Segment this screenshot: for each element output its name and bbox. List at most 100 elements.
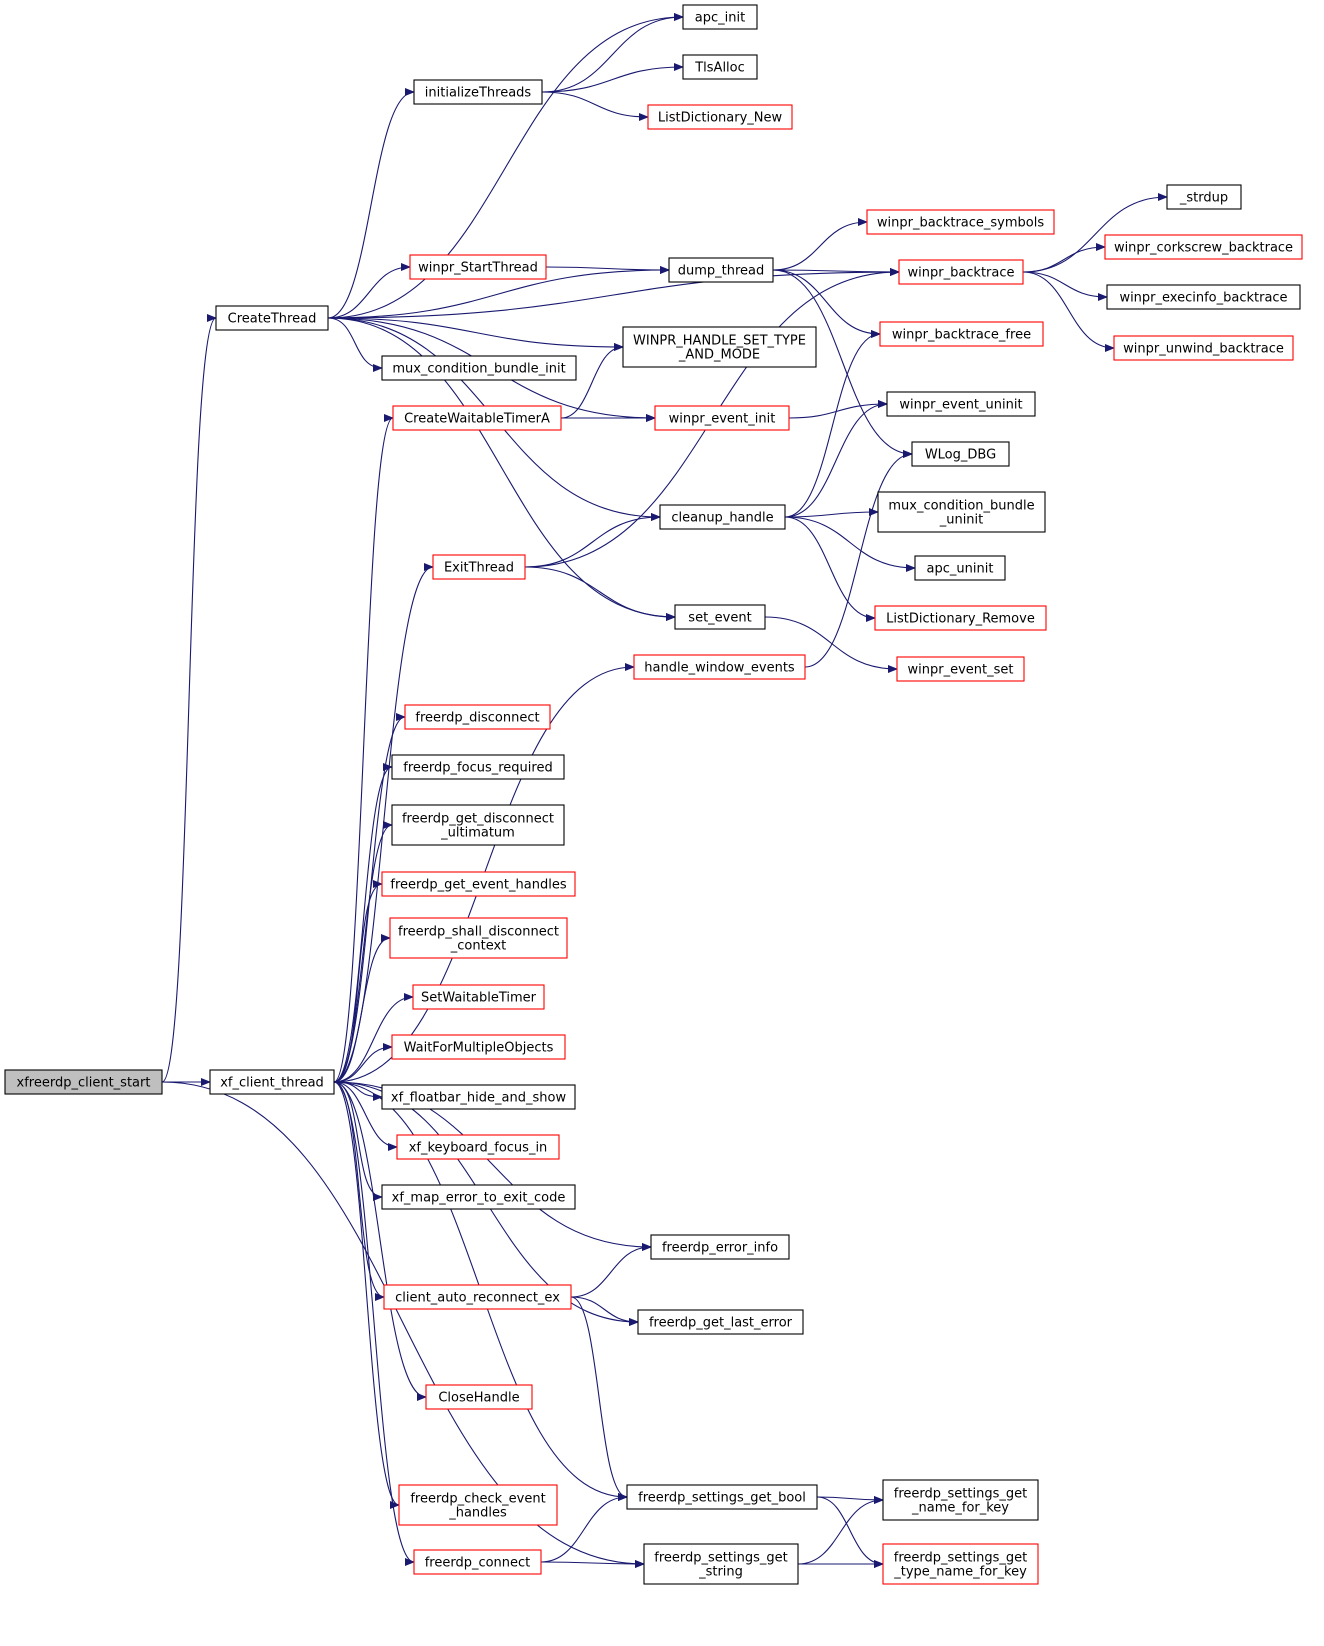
node-freerdp-shall-disconnect-context[interactable]: freerdp_shall_disconnect_context xyxy=(389,917,568,959)
node-label: winpr_execinfo_backtrace xyxy=(1119,291,1287,306)
node-box xyxy=(633,654,806,680)
node-mux-condition-bundle-uninit[interactable]: mux_condition_bundle_uninit xyxy=(877,491,1046,533)
node-label: xf_map_error_to_exit_code xyxy=(392,1191,566,1206)
node-freerdp-settings-get-bool[interactable]: freerdp_settings_get_bool xyxy=(626,1484,818,1510)
node-freerdp-settings-get-type-name-for-key[interactable]: freerdp_settings_get_type_name_for_key xyxy=(882,1543,1039,1585)
node-freerdp-connect[interactable]: freerdp_connect xyxy=(413,1549,542,1575)
node-mux-condition-bundle-init[interactable]: mux_condition_bundle_init xyxy=(381,355,577,381)
node-box xyxy=(882,1479,1039,1521)
node-box xyxy=(650,1234,790,1260)
node-set-event[interactable]: set_event xyxy=(674,604,766,630)
edge-dump-thread-to-winpr-backtrace xyxy=(772,267,900,276)
node-box xyxy=(626,1484,818,1510)
node-freerdp-error-info[interactable]: freerdp_error_info xyxy=(650,1234,790,1260)
node-freerdp-get-disconnect-ultimatum[interactable]: freerdp_get_disconnect_ultimatum xyxy=(391,804,565,846)
node-winpr-event-uninit[interactable]: winpr_event_uninit xyxy=(886,391,1036,417)
node-waitformultipleobjects[interactable]: WaitForMultipleObjects xyxy=(391,1034,566,1060)
node-box xyxy=(898,259,1024,285)
edge-cleanup-handle-to-mux-condition-bundle-uninit xyxy=(784,508,879,518)
node-winpr-event-init[interactable]: winpr_event_init xyxy=(654,405,790,431)
node-freerdp-get-event-handles[interactable]: freerdp_get_event_handles xyxy=(381,871,576,897)
node-box xyxy=(647,104,793,130)
node-label: freerdp_settings_get xyxy=(894,1487,1027,1502)
node-freerdp-settings-get-string[interactable]: freerdp_settings_get_string xyxy=(643,1543,799,1585)
node-strdup[interactable]: _strdup xyxy=(1166,184,1242,210)
node-winpr-corkscrew-backtrace[interactable]: winpr_corkscrew_backtrace xyxy=(1104,234,1303,260)
node-label: WLog_DBG xyxy=(925,448,996,463)
node-freerdp-settings-get-name-for-key[interactable]: freerdp_settings_get_name_for_key xyxy=(882,1479,1039,1521)
node-xf-floatbar-hide-and-show[interactable]: xf_floatbar_hide_and_show xyxy=(381,1084,576,1110)
node-xfreerdp-client-start[interactable]: xfreerdp_client_start xyxy=(4,1069,163,1095)
edge-handle-window-events-to-wlog-dbg xyxy=(804,450,913,668)
node-label: freerdp_get_last_error xyxy=(649,1316,793,1331)
node-box xyxy=(413,1549,542,1575)
node-createthread[interactable]: CreateThread xyxy=(215,305,329,331)
edge-xf-client-thread-to-waitformultipleobjects xyxy=(333,1043,393,1083)
edge-initializethreads-to-listdictionary-new xyxy=(541,91,649,121)
edge-dump-thread-to-winpr-backtrace-free xyxy=(772,269,881,338)
node-winpr-backtrace[interactable]: winpr_backtrace xyxy=(898,259,1024,285)
edge-winpr-backtrace-to-winpr-execinfo-backtrace xyxy=(1022,271,1108,301)
node-xf-client-thread[interactable]: xf_client_thread xyxy=(209,1069,335,1095)
node-cleanup-handle[interactable]: cleanup_handle xyxy=(659,504,786,530)
node-label: freerdp_settings_get_bool xyxy=(638,1491,806,1506)
node-winpr-handle-set-type-and-mode[interactable]: WINPR_HANDLE_SET_TYPE_AND_MODE xyxy=(622,326,817,368)
node-freerdp-get-last-error[interactable]: freerdp_get_last_error xyxy=(637,1309,804,1335)
edge-xf-client-thread-to-setwaitabletimer xyxy=(333,993,414,1083)
edge-dump-thread-to-winpr-backtrace-symbols xyxy=(772,218,868,271)
node-xf-keyboard-focus-in[interactable]: xf_keyboard_focus_in xyxy=(396,1134,560,1160)
node-apc-init[interactable]: apc_init xyxy=(682,4,758,30)
node-freerdp-focus-required[interactable]: freerdp_focus_required xyxy=(391,754,565,780)
edge-xf-client-thread-to-xf-keyboard-focus-in xyxy=(333,1081,398,1151)
node-label: apc_init xyxy=(695,11,745,26)
node-listdictionary-remove[interactable]: ListDictionary_Remove xyxy=(874,605,1047,631)
node-listdictionary-new[interactable]: ListDictionary_New xyxy=(647,104,793,130)
node-winpr-execinfo-backtrace[interactable]: winpr_execinfo_backtrace xyxy=(1106,284,1301,310)
node-box xyxy=(432,554,526,580)
node-label: winpr_StartThread xyxy=(418,261,538,276)
node-apc-uninit[interactable]: apc_uninit xyxy=(914,555,1006,581)
node-winpr-unwind-backtrace[interactable]: winpr_unwind_backtrace xyxy=(1113,335,1294,361)
node-label: initializeThreads xyxy=(425,86,532,101)
edge-xfreerdp-client-start-to-freerdp-settings-get-string xyxy=(161,1081,645,1568)
node-tlsalloc[interactable]: TlsAlloc xyxy=(682,54,758,80)
node-client-auto-reconnect-ex[interactable]: client_auto_reconnect_ex xyxy=(383,1284,572,1310)
edge-cleanup-handle-to-winpr-backtrace-free xyxy=(784,330,881,518)
node-label: CreateThread xyxy=(228,312,317,327)
node-box xyxy=(911,441,1010,467)
node-label: freerdp_focus_required xyxy=(403,761,552,776)
edge-createthread-to-winpr-startthread xyxy=(327,263,411,319)
node-box xyxy=(874,605,1047,631)
node-freerdp-disconnect[interactable]: freerdp_disconnect xyxy=(404,704,551,730)
node-freerdp-check-event-handles[interactable]: freerdp_check_event_handles xyxy=(398,1484,558,1526)
node-initializethreads[interactable]: initializeThreads xyxy=(413,79,543,105)
node-label: winpr_backtrace_free xyxy=(892,328,1031,343)
edge-exitthread-to-set-event xyxy=(524,566,676,621)
node-box xyxy=(383,1284,572,1310)
node-winpr-startthread[interactable]: winpr_StartThread xyxy=(409,254,547,280)
node-closehandle[interactable]: CloseHandle xyxy=(425,1384,533,1410)
node-label: WINPR_HANDLE_SET_TYPE xyxy=(633,334,806,349)
node-label: xf_floatbar_hide_and_show xyxy=(391,1091,567,1106)
node-box xyxy=(381,871,576,897)
node-label: _uninit xyxy=(939,513,984,528)
node-label: winpr_event_set xyxy=(908,663,1014,678)
node-box xyxy=(668,257,774,283)
node-box xyxy=(882,1543,1039,1585)
node-label: SetWaitableTimer xyxy=(421,991,537,1006)
node-createwaitabletimera[interactable]: CreateWaitableTimerA xyxy=(392,405,562,431)
node-handle-window-events[interactable]: handle_window_events xyxy=(633,654,806,680)
node-setwaitabletimer[interactable]: SetWaitableTimer xyxy=(412,984,545,1010)
node-box xyxy=(396,1134,560,1160)
node-exitthread[interactable]: ExitThread xyxy=(432,554,526,580)
node-winpr-event-set[interactable]: winpr_event_set xyxy=(896,656,1025,682)
node-winpr-backtrace-symbols[interactable]: winpr_backtrace_symbols xyxy=(866,209,1055,235)
edge-freerdp-settings-get-string-to-freerdp-settings-get-name-for-key xyxy=(797,1496,884,1565)
node-dump-thread[interactable]: dump_thread xyxy=(668,257,774,283)
node-winpr-backtrace-free[interactable]: winpr_backtrace_free xyxy=(879,321,1044,347)
node-label: freerdp_disconnect xyxy=(415,711,539,726)
edge-createwaitabletimera-to-winpr-handle-set-type-and-mode xyxy=(560,343,624,419)
node-xf-map-error-to-exit-code[interactable]: xf_map_error_to_exit_code xyxy=(381,1184,576,1210)
node-label: _strdup xyxy=(1179,191,1228,206)
node-wlog-dbg[interactable]: WLog_DBG xyxy=(911,441,1010,467)
